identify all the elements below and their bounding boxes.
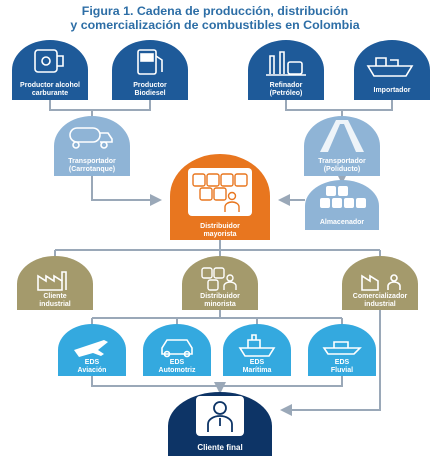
node-distribuidor-mayorista: Distribuidor mayorista <box>170 154 270 240</box>
node-eds-automotriz: EDS Automotriz <box>143 324 211 376</box>
tanker-truck-icon <box>69 127 113 149</box>
minorista-label-1: Distribuidor <box>200 293 240 300</box>
importador-label-1: Importador <box>374 87 411 94</box>
connector-eds-to-cliente-final <box>91 376 343 387</box>
ship-icon <box>366 57 414 77</box>
node-almacenador: Almacenador <box>305 180 379 230</box>
barrels-icon <box>320 186 366 208</box>
poliducto-label-2: (Poliducto) <box>324 166 361 173</box>
cliente-industrial-label-1: Cliente <box>43 293 66 300</box>
productor-biodiesel-label-1: Productor <box>133 82 167 89</box>
productor-biodiesel-label-2: Biodiesel <box>134 90 165 97</box>
airplane-icon <box>74 340 108 357</box>
node-cliente-final: Cliente final <box>168 392 272 456</box>
factory-person-icon <box>361 274 401 291</box>
pipeline-road-icon <box>320 120 364 152</box>
connector-biodiesel-to-carrotanque <box>92 100 151 111</box>
node-eds-fluvial: EDS Fluvial <box>308 324 376 376</box>
refinador-label-2: (Petróleo) <box>270 90 303 97</box>
node-cliente-industrial: Cliente industrial <box>17 256 93 310</box>
eds-automotriz-label-2: Automotriz <box>159 367 196 374</box>
poliducto-label-1: Transportador <box>318 158 366 165</box>
almacenador-label-1: Almacenador <box>320 219 365 226</box>
fuel-pump-icon <box>137 49 163 75</box>
productor-alcohol-label-1: Productor alcohol <box>20 82 80 89</box>
cliente-final-label-1: Cliente final <box>197 443 242 452</box>
node-productor-alcohol: Productor alcohol carburante <box>12 40 88 100</box>
comercializador-label-1: Comercializador <box>353 293 408 300</box>
node-eds-maritima: EDS Marítima <box>223 324 291 376</box>
eds-maritima-label-2: Marítima <box>243 367 272 374</box>
alcohol-tank-icon <box>34 49 64 73</box>
node-comercializador-industrial: Comercializador industrial <box>342 256 418 310</box>
eds-maritima-label-1: EDS <box>250 359 265 366</box>
barrels-person-icon <box>201 267 237 291</box>
node-transportador-carrotanque: Transportador (Carrotanque) <box>54 116 130 176</box>
barrels-person-icon <box>192 173 248 212</box>
node-distribuidor-minorista: Distribuidor minorista <box>182 256 258 310</box>
ship-icon <box>238 334 276 357</box>
productor-alcohol-label-2: carburante <box>32 90 68 97</box>
refinery-icon <box>266 51 306 76</box>
eds-aviacion-label-1: EDS <box>85 359 100 366</box>
node-refinador: Refinador (Petróleo) <box>248 40 324 100</box>
connector-comercializador-to-cliente-final <box>280 310 381 416</box>
node-transportador-poliducto: Transportador (Poliducto) <box>304 116 380 176</box>
node-importador: Importador <box>354 40 430 100</box>
connector-alcohol-to-carrotanque <box>49 100 93 116</box>
title-line-2: y comercialización de combustibles en Co… <box>70 18 360 32</box>
node-productor-biodiesel: Productor Biodiesel <box>112 40 188 100</box>
cliente-industrial-label-2: industrial <box>39 301 71 308</box>
carrotanque-label-2: (Carrotanque) <box>69 166 115 173</box>
title-line-1: Figura 1. Cadena de producción, distribu… <box>81 4 349 18</box>
boat-icon <box>322 341 362 355</box>
car-icon <box>161 339 193 358</box>
eds-fluvial-label-1: EDS <box>335 359 350 366</box>
connector-refinador-to-poliducto <box>285 100 343 116</box>
mayorista-label-1: Distribuidor <box>200 223 240 230</box>
eds-aviacion-label-2: Aviación <box>78 367 107 374</box>
minorista-label-2: minorista <box>204 301 236 308</box>
eds-automotriz-label-1: EDS <box>170 359 185 366</box>
carrotanque-label-1: Transportador <box>68 158 116 165</box>
node-eds-aviacion: EDS Aviación <box>58 324 126 376</box>
person-icon <box>207 401 233 432</box>
diagram-title: Figura 1. Cadena de producción, distribu… <box>0 4 430 32</box>
connectors <box>49 100 393 416</box>
connector-carrotanque-to-mayorista <box>91 176 162 206</box>
eds-fluvial-label-2: Fluvial <box>331 367 353 374</box>
mayorista-label-2: mayorista <box>203 231 236 238</box>
refinador-label-1: Refinador <box>270 82 303 89</box>
comercializador-label-2: industrial <box>364 301 396 308</box>
factory-icon <box>37 271 67 291</box>
connector-importador-to-poliducto <box>342 100 393 111</box>
